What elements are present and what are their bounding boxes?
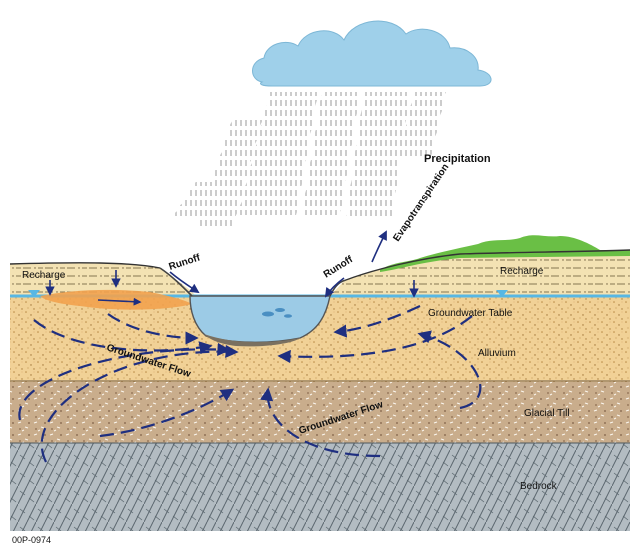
groundwater-flow-arrows: [18, 305, 482, 463]
runoff-arrow-left: [169, 271, 200, 294]
ground-surface: [9, 249, 631, 281]
runoff-label-left: Runoff: [168, 252, 203, 273]
evapotranspiration-label: Evapotranspiration: [391, 162, 451, 244]
runoff-label-right: Runoff: [322, 254, 356, 281]
bedrock-layer: [10, 443, 630, 531]
runoff-arrow-right: [324, 277, 345, 298]
recharge-label-left: Recharge: [22, 270, 66, 281]
rain-streaks: [172, 92, 446, 230]
left-bank: [159, 267, 193, 297]
glacial-till-label: Glacial Till: [524, 408, 570, 419]
topsoil-layer: [10, 250, 630, 296]
alluvium-label: Alluvium: [478, 348, 516, 359]
plume-flow-arrow: [97, 297, 142, 306]
recharge-label-right: Recharge: [500, 266, 544, 277]
fish-icons: [262, 308, 292, 318]
water-table-marker-right: [496, 290, 508, 297]
water-table-marker-left: [28, 290, 40, 297]
contaminant-plume: [40, 289, 192, 310]
precipitation-label: Precipitation: [424, 153, 491, 165]
figure-id-label: 00P-0974: [12, 535, 51, 545]
bedrock-label: Bedrock: [520, 481, 558, 492]
cloud: [252, 20, 492, 87]
evapotranspiration-arrow: [371, 230, 387, 263]
vegetation: [380, 235, 630, 272]
glacial-till-layer: [10, 381, 630, 443]
groundwater-table-label: Groundwater Table: [428, 308, 513, 319]
